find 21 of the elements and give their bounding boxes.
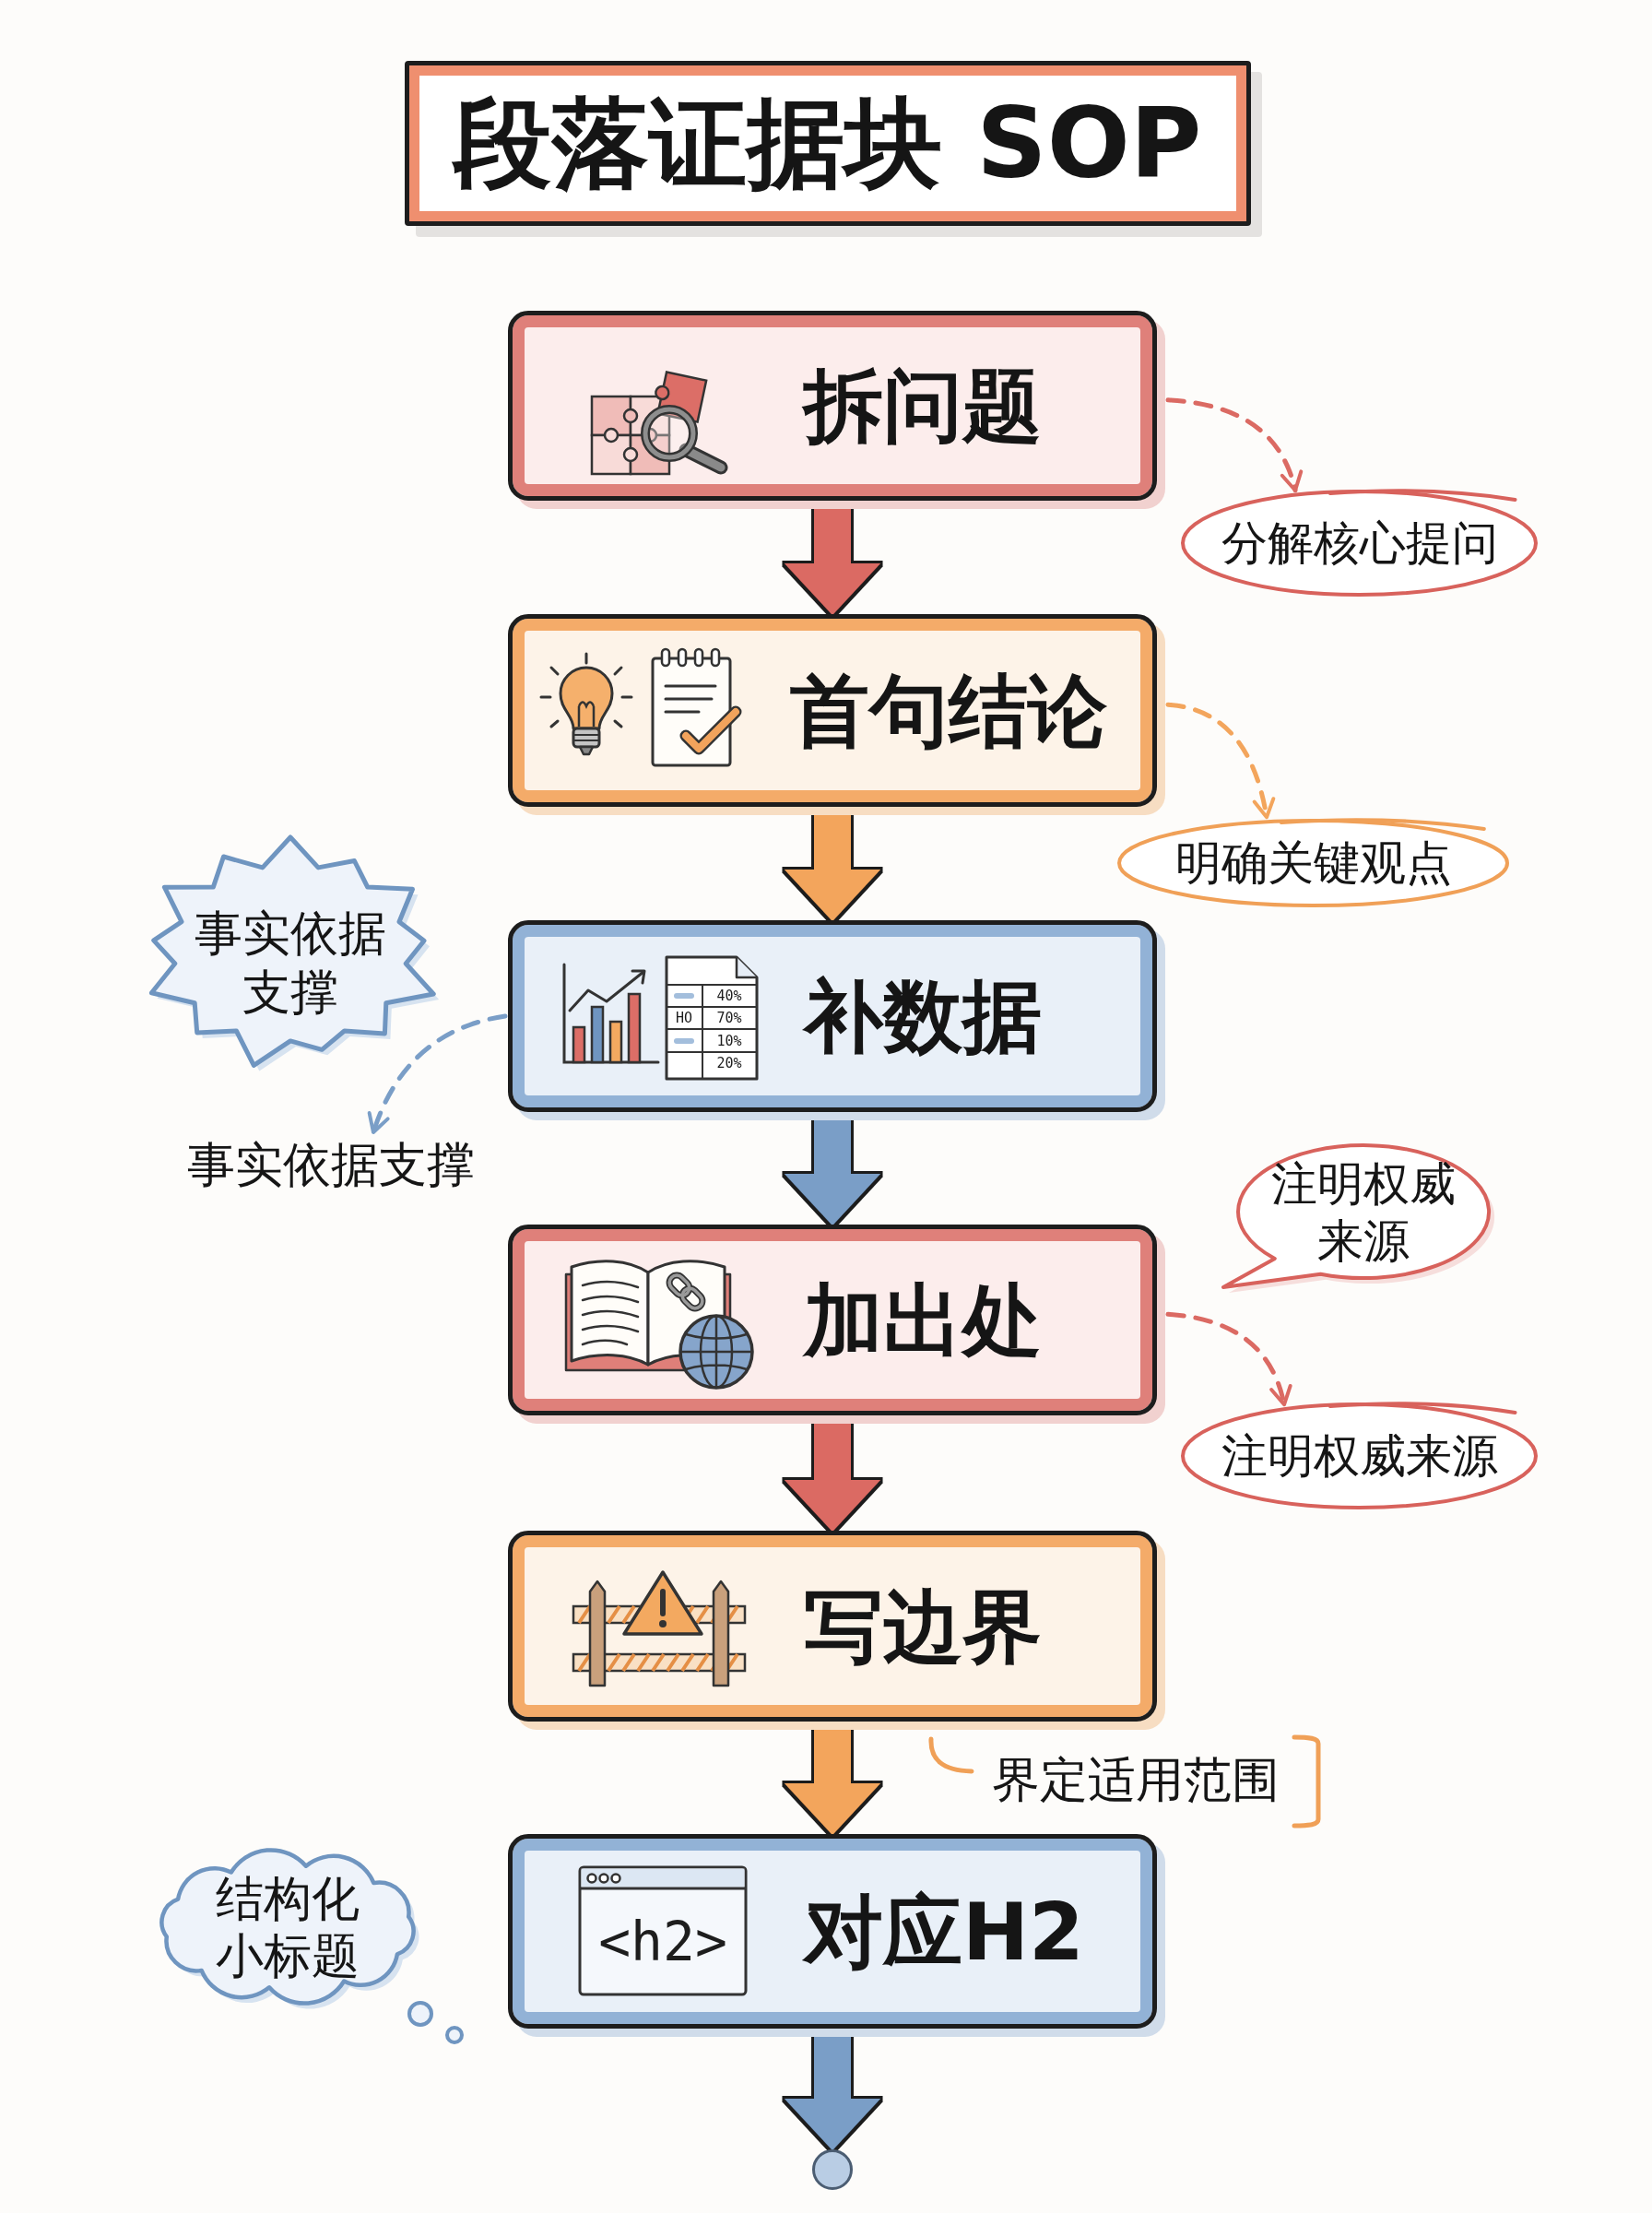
step-label: 加出处 — [804, 1273, 1042, 1367]
code-text: <h2> — [598, 1915, 727, 1969]
end-circle — [812, 2149, 853, 2190]
table-value: 40% — [716, 988, 742, 1003]
oval-note: 分解核心提问 — [1178, 487, 1540, 599]
oval-note: 注明权威来源 — [1178, 1400, 1540, 1512]
dashed-arrow — [368, 1013, 508, 1135]
row-heading: HO — [675, 1011, 693, 1025]
step-label: 写边界 — [804, 1580, 1042, 1673]
table-value: 20% — [716, 1056, 742, 1071]
dashed-arrow — [1165, 1311, 1292, 1407]
bracket-note: 界定适用范围 — [922, 1734, 1326, 1829]
oval-note: 明确关键观点 — [1115, 816, 1512, 910]
step-label: 对应H2 — [804, 1885, 1084, 1978]
note-text: 事实依据支撑 — [187, 1136, 475, 1193]
table-value: 10% — [716, 1034, 742, 1048]
table-value: 70% — [716, 1011, 742, 1025]
step-label: 首句结论 — [790, 664, 1107, 757]
dashed-arrow — [1165, 397, 1303, 493]
step-label: 补数据 — [804, 970, 1042, 1062]
dashed-arrow — [1165, 702, 1275, 820]
